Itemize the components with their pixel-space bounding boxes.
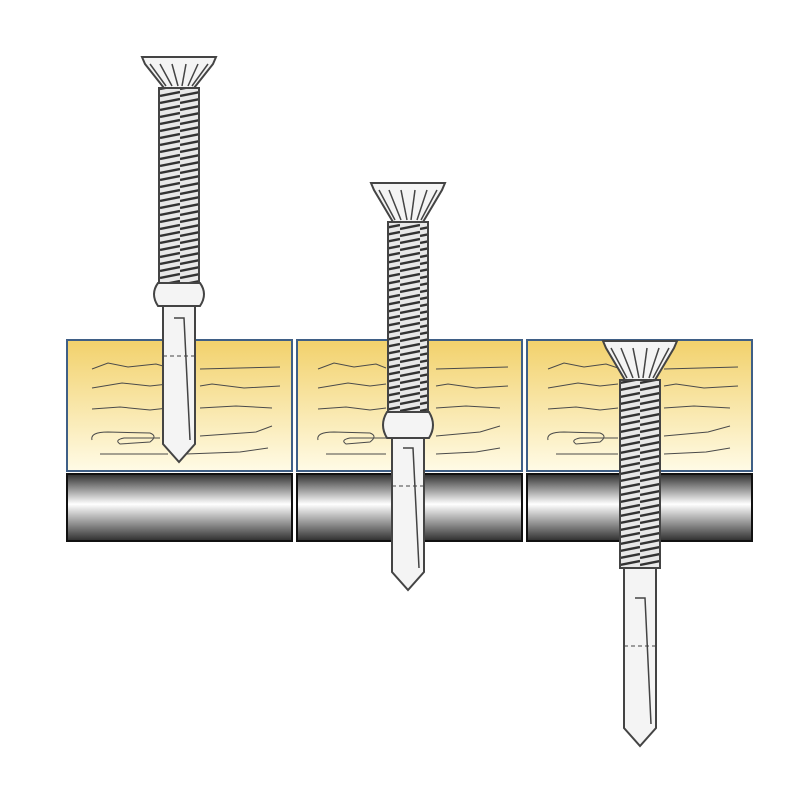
head-ribs bbox=[610, 347, 670, 379]
steel-plate bbox=[66, 473, 293, 542]
head-ribs bbox=[378, 189, 438, 221]
stage-2 bbox=[296, 182, 523, 592]
wings bbox=[382, 411, 434, 439]
threaded-shank bbox=[619, 379, 661, 569]
threaded-shank bbox=[387, 221, 429, 413]
head-ribs bbox=[149, 63, 209, 87]
self-drilling-screw bbox=[369, 182, 447, 592]
drill-shank bbox=[391, 437, 425, 592]
screw-head bbox=[369, 182, 447, 223]
drill-shank bbox=[623, 567, 657, 748]
drill-flute bbox=[174, 317, 191, 441]
wood-grain bbox=[317, 362, 509, 455]
self-drilling-screw bbox=[601, 340, 679, 748]
drill-shank bbox=[162, 305, 196, 464]
drill-flute bbox=[403, 447, 420, 569]
drill-flute bbox=[635, 597, 652, 725]
wood-grain bbox=[91, 362, 281, 455]
threaded-shank bbox=[158, 87, 200, 284]
wings bbox=[153, 282, 205, 307]
stage-3 bbox=[526, 339, 753, 748]
wood-grain bbox=[547, 362, 739, 455]
self-drilling-screw bbox=[140, 56, 218, 464]
screw-head bbox=[140, 56, 218, 89]
stage-1 bbox=[66, 56, 293, 542]
